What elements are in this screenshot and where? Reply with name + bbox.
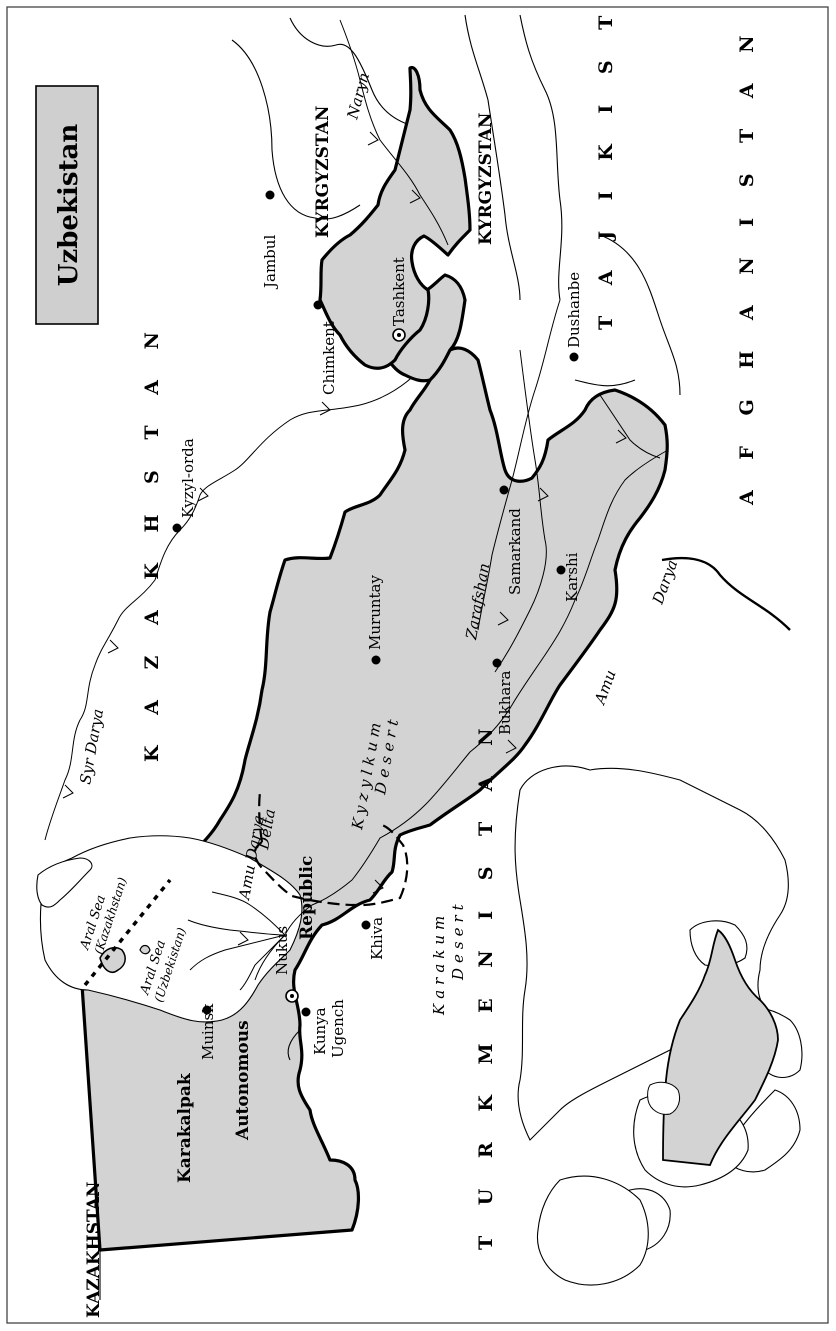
aral-sea-north <box>36 857 93 908</box>
amu-darya-river <box>284 449 669 936</box>
map-title: Uzbekistan <box>54 124 84 287</box>
label-bukhara: Bukhara <box>496 670 514 735</box>
border-kyrgyz-north <box>289 17 411 126</box>
city-dot-bukhara <box>492 658 502 668</box>
surkhandarya-river <box>599 394 661 459</box>
label-nukus: Nukus <box>273 926 291 975</box>
naryn-river <box>339 19 449 246</box>
label-karakum-desert: Desert <box>449 899 467 981</box>
label-amu: Amu <box>590 668 619 709</box>
city-dot-karshi <box>556 565 566 575</box>
map-frame <box>6 6 829 1324</box>
fergana-valley <box>318 65 472 370</box>
inset-aral <box>647 1081 681 1115</box>
label-chimkent: Chimkent <box>320 321 338 395</box>
city-dot-chimkent <box>313 300 323 310</box>
border-tajik-south <box>599 234 681 396</box>
inset-iran <box>536 1175 649 1286</box>
city-dot-khiva <box>361 920 371 930</box>
label-afghanistan: A F G H A N I S T A N <box>736 23 758 506</box>
label-jambul: Jambul <box>261 235 279 290</box>
karakalpak-boundary <box>253 823 409 907</box>
label-republic: Republic <box>297 856 317 940</box>
label-tashkent: Tashkent <box>390 257 408 326</box>
delta-channel-2 <box>254 934 286 981</box>
aral-sea <box>39 835 303 1023</box>
delta-channel-3 <box>189 934 286 971</box>
syr-darya-river <box>44 369 421 841</box>
label-kunya: Kunya <box>311 1007 329 1055</box>
label-karshi: Karshi <box>563 552 581 602</box>
city-dot-samarkand <box>499 485 509 495</box>
inset-uzbekistan <box>662 928 779 1166</box>
city-dot-kunya <box>301 1007 311 1017</box>
kashkadarya-river <box>494 349 547 673</box>
border-tajik <box>519 14 563 301</box>
label-kazakhstan-top: KAZAKHSTAN <box>84 1182 104 1318</box>
label-kyrgyzstan-2: KYRGYZSTAN <box>476 113 496 245</box>
label-karakum: Karakum <box>430 911 448 1016</box>
label-naryn: Naryn <box>343 71 373 122</box>
inset-locator-map <box>514 765 803 1286</box>
label-kyzyl-orda: Kyzyl-orda <box>179 438 197 518</box>
border-kazakh-kyrgyz <box>231 39 361 220</box>
delta-channel-5 <box>211 891 286 936</box>
city-dot-muruntay <box>371 655 381 665</box>
turkmen-kunya-border <box>287 1029 301 1061</box>
capital-dot-nukus <box>290 994 294 998</box>
border-kyrgyz-east <box>464 14 521 301</box>
aral-island <box>99 946 126 973</box>
zarafshan-river <box>477 299 561 631</box>
label-kyrgyzstan-1: KYRGYZSTAN <box>313 106 333 238</box>
label-muinsk: Muinsk <box>199 1003 217 1060</box>
border-tajik-afghan <box>574 379 636 387</box>
city-dot-dushanbe <box>569 352 579 362</box>
label-muruntay: Muruntay <box>366 575 384 650</box>
aral-division-line <box>83 878 172 987</box>
label-tajikistan: T A J I K I S T A N <box>595 0 617 330</box>
title-box: Uzbekistan <box>35 85 99 325</box>
border-afghan-turkmen <box>661 556 791 631</box>
label-karakalpak: Karakalpak <box>175 1072 195 1183</box>
label-dushanbe: Dushanbe <box>565 272 583 348</box>
city-dot-kyzyl-orda <box>172 523 182 533</box>
capital-dot-tashkent <box>397 333 401 337</box>
label-autonomous: Autonomous <box>233 1020 253 1141</box>
label-samarkand: Samarkand <box>506 508 524 595</box>
label-turkmenistan: T U R K M E N I S T A N <box>475 716 497 1250</box>
label-darya: Darya <box>649 557 682 607</box>
city-dot-jambul <box>265 190 275 200</box>
karakalpak-boundary-2 <box>258 791 264 843</box>
delta-channel-4 <box>187 919 286 936</box>
label-kazakhstan: K A Z A K H S T A N <box>141 320 163 762</box>
city-dot-muinsk <box>202 1005 212 1015</box>
aral-small-island <box>139 944 151 955</box>
label-khiva: Khiva <box>368 917 386 960</box>
river-arrows <box>62 131 627 946</box>
label-ugench: Ugench <box>329 999 347 1058</box>
uzbekistan-territory <box>80 346 669 1252</box>
